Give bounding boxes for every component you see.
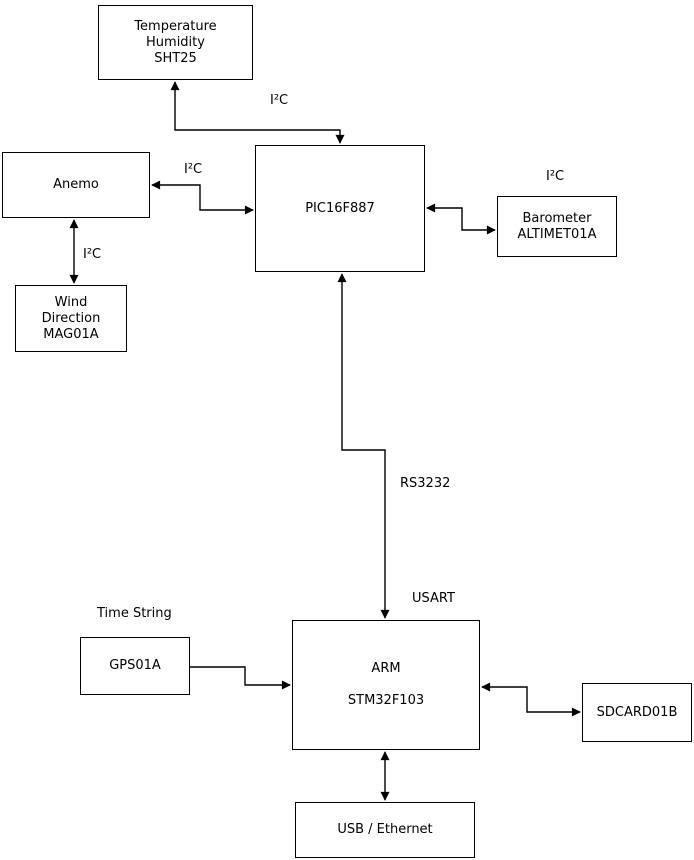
node-anemo: Anemo <box>2 152 150 218</box>
connector-arm-sdcard <box>481 682 581 717</box>
node-wind-direction-mag01a-label: Wind Direction MAG01A <box>41 294 101 342</box>
edge-label-i2c-barometer: I²C <box>546 169 565 184</box>
edge-label-time-string: Time String <box>97 606 172 621</box>
edge-label-i2c-sht25: I²C <box>270 93 289 108</box>
node-barometer-altimet01a: Barometer ALTIMET01A <box>497 196 617 257</box>
node-barometer-altimet01a-label: Barometer ALTIMET01A <box>517 210 597 242</box>
connector-pic-barometer <box>426 203 496 235</box>
connector-gps-arm <box>190 666 291 690</box>
node-temperature-humidity-sht25: Temperature Humidity SHT25 <box>98 5 253 80</box>
node-gps01a-label: GPS01A <box>109 658 161 673</box>
connector-pic-arm <box>337 273 390 619</box>
node-temperature-humidity-sht25-label: Temperature Humidity SHT25 <box>134 18 217 66</box>
edge-label-rs3232: RS3232 <box>400 476 451 491</box>
node-sdcard01b: SDCARD01B <box>582 683 692 742</box>
node-sdcard01b-label: SDCARD01B <box>596 704 678 720</box>
node-pic16f887-label: PIC16F887 <box>305 200 375 216</box>
node-gps01a: GPS01A <box>80 637 190 695</box>
node-wind-direction-mag01a: Wind Direction MAG01A <box>15 285 127 352</box>
connector-pic-anemo <box>151 180 254 215</box>
node-usb-ethernet-label: USB / Ethernet <box>337 822 433 837</box>
edge-label-i2c-anemo: I²C <box>184 162 203 177</box>
node-anemo-label: Anemo <box>53 177 99 192</box>
node-usb-ethernet: USB / Ethernet <box>295 802 475 858</box>
connector-pic-sht25 <box>170 81 345 144</box>
node-arm-stm32f103-label: ARM STM32F103 <box>347 661 425 708</box>
node-pic16f887: PIC16F887 <box>255 145 425 272</box>
node-arm-stm32f103: ARM STM32F103 <box>292 620 480 750</box>
edge-label-i2c-wind: I²C <box>83 247 102 262</box>
edge-label-usart: USART <box>412 591 455 606</box>
